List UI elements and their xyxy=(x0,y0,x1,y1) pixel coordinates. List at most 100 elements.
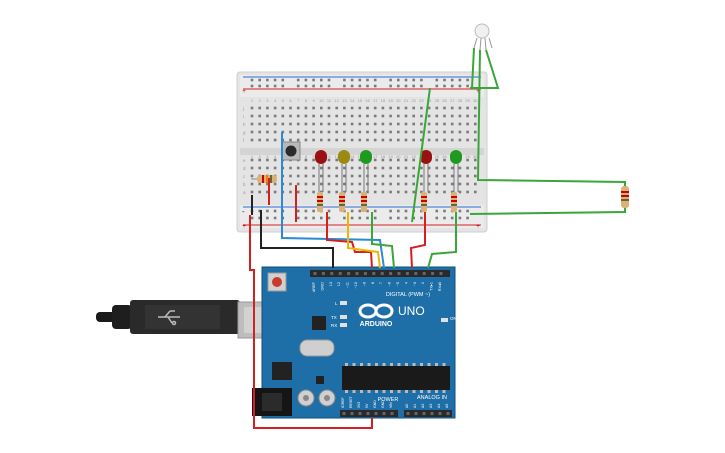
tx-label: TX xyxy=(331,315,337,320)
column-number: 14 xyxy=(350,154,355,159)
board-model-text: UNO xyxy=(398,304,425,318)
column-number: 26 xyxy=(442,154,447,159)
column-number: 1 xyxy=(251,98,254,103)
column-number: 13 xyxy=(342,98,347,103)
digital-header-label: DIGITAL (PWM ~) xyxy=(386,292,430,298)
rail-plus-label-bottom-right: + xyxy=(476,223,480,230)
row-letter: c xyxy=(243,174,246,179)
usb-cable xyxy=(96,300,289,339)
rgb-led xyxy=(473,23,493,51)
column-number: 19 xyxy=(388,154,393,159)
column-number: 26 xyxy=(442,98,447,103)
led-green-2 xyxy=(450,150,462,192)
row-letter: g xyxy=(243,130,246,135)
column-number: 19 xyxy=(388,98,393,103)
digital-pin-label: ~5 xyxy=(396,282,400,286)
resistors-vertical xyxy=(317,192,457,212)
rail-plus-label-top: + xyxy=(242,88,246,95)
column-number: 27 xyxy=(450,98,455,103)
power-pin-label: 5V xyxy=(365,403,369,408)
column-number: 6 xyxy=(289,98,292,103)
column-number: 25 xyxy=(435,154,440,159)
digital-pin-label: ~10 xyxy=(354,282,358,288)
usb-icon xyxy=(158,310,180,326)
rail-plus-label-top-right: + xyxy=(476,88,480,95)
power-pin-label: VIN xyxy=(389,402,393,408)
column-number: 21 xyxy=(404,98,409,103)
external-wires xyxy=(469,47,626,215)
arduino-logo xyxy=(358,303,394,319)
digital-pin-label: 8 xyxy=(371,282,375,284)
column-number: 11 xyxy=(327,154,332,159)
column-number: 23 xyxy=(419,98,424,103)
row-letter: b xyxy=(243,182,246,187)
column-number: 18 xyxy=(381,98,386,103)
l-label: L xyxy=(335,301,338,306)
power-pin-label: IOREF xyxy=(341,397,345,408)
column-number: 29 xyxy=(465,98,470,103)
column-number: 9 xyxy=(312,154,315,159)
column-number: 1 xyxy=(251,154,254,159)
column-number: 2 xyxy=(259,98,262,103)
column-number: 28 xyxy=(458,98,463,103)
column-number: 4 xyxy=(274,154,277,159)
row-letter: e xyxy=(243,158,246,163)
column-number: 29 xyxy=(465,154,470,159)
digital-pin-label: 7 xyxy=(379,282,383,284)
column-number: 10 xyxy=(319,98,324,103)
power-pin-label: RESET xyxy=(349,395,353,408)
digital-pin-label: ~6 xyxy=(388,282,392,286)
column-number: 24 xyxy=(427,98,432,103)
column-number: 8 xyxy=(305,98,308,103)
column-number: 12 xyxy=(334,154,339,159)
led-red-2 xyxy=(420,150,432,192)
reset-button[interactable] xyxy=(267,272,287,292)
column-number: 2 xyxy=(259,154,262,159)
rail-plus-label-bottom: + xyxy=(242,223,246,230)
digital-pin-label: AREF xyxy=(312,281,316,292)
rx-label: RX xyxy=(331,323,337,328)
column-number: 11 xyxy=(327,98,332,103)
column-number: 7 xyxy=(297,98,300,103)
analog-pin-label: A4 xyxy=(437,404,441,408)
column-number: 21 xyxy=(404,154,409,159)
digital-pin-label: ~3 xyxy=(413,282,417,286)
digital-pin-label: TX▸1 xyxy=(430,282,434,291)
digital-pin-label: GND xyxy=(320,282,324,291)
arduino-uno-board: ARDUINO UNO DIGITAL (PWM ~) POWER ANALOG… xyxy=(252,266,457,419)
led-red-1 xyxy=(315,150,327,192)
column-number: 22 xyxy=(411,98,416,103)
analog-pin-label: A2 xyxy=(421,404,425,408)
column-number: 9 xyxy=(312,98,315,103)
row-letter: d xyxy=(243,166,246,171)
column-number: 16 xyxy=(365,98,370,103)
board-logo-text: ARDUINO xyxy=(360,321,393,328)
row-letter: h xyxy=(243,122,246,127)
digital-pin-label: 4 xyxy=(404,282,408,284)
power-pin-label: GND xyxy=(381,400,385,408)
column-number: 3 xyxy=(266,154,269,159)
column-number: 30 xyxy=(473,154,478,159)
column-number: 4 xyxy=(274,98,277,103)
row-letter: a xyxy=(243,190,246,195)
column-number: 17 xyxy=(373,98,378,103)
column-number: 5 xyxy=(282,98,285,103)
push-button[interactable] xyxy=(281,141,301,161)
power-header-label: POWER xyxy=(378,397,399,403)
power-pin-label: 3V3 xyxy=(357,402,361,408)
digital-pin-label: ~9 xyxy=(362,282,366,286)
on-label: ON xyxy=(450,316,457,321)
resistor-pulldown xyxy=(251,175,277,183)
row-letter: i xyxy=(243,114,244,119)
board-wires xyxy=(249,132,457,429)
column-number: 22 xyxy=(411,154,416,159)
analog-header-label: ANALOG IN xyxy=(417,395,447,401)
digital-pin-label: ~11 xyxy=(346,282,350,288)
column-number: 25 xyxy=(435,98,440,103)
column-number: 14 xyxy=(350,98,355,103)
row-letter: j xyxy=(242,106,244,111)
led-yellow xyxy=(338,150,350,192)
resistor-external xyxy=(621,186,629,208)
column-number: 18 xyxy=(381,154,386,159)
